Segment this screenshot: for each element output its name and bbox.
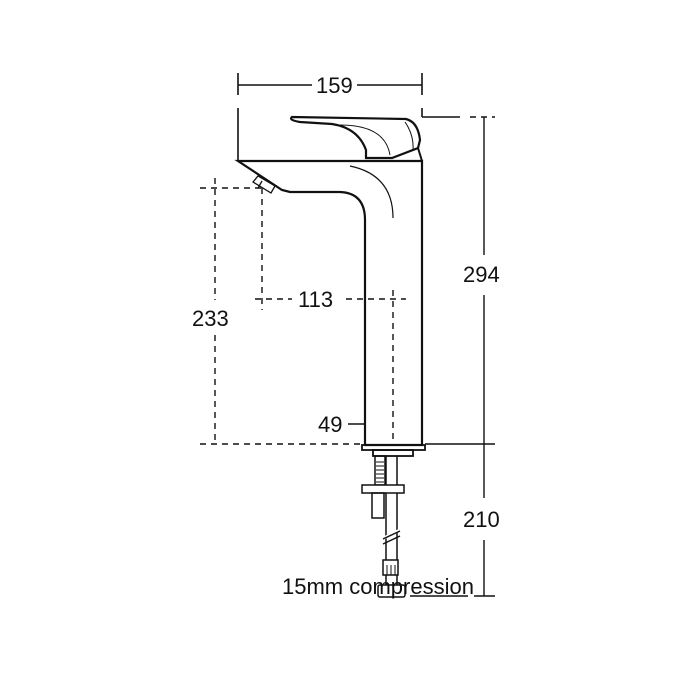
tap-base [361,444,426,457]
spout-reach-label: 113 [298,287,334,312]
spout-height-label: 233 [192,306,229,331]
overall-width-label: 159 [312,75,357,97]
tap-lever-handle [289,115,422,160]
height-dimension-lines [410,117,495,597]
dashed-guide-lines [200,116,495,445]
connection-label: 15mm compression [282,574,474,599]
tail-length-label: 210 [463,507,500,532]
supply-tails [361,455,406,598]
overall-height-label: 294 [463,262,500,287]
body-width-label: 49 [318,412,343,437]
aerator [252,175,276,194]
